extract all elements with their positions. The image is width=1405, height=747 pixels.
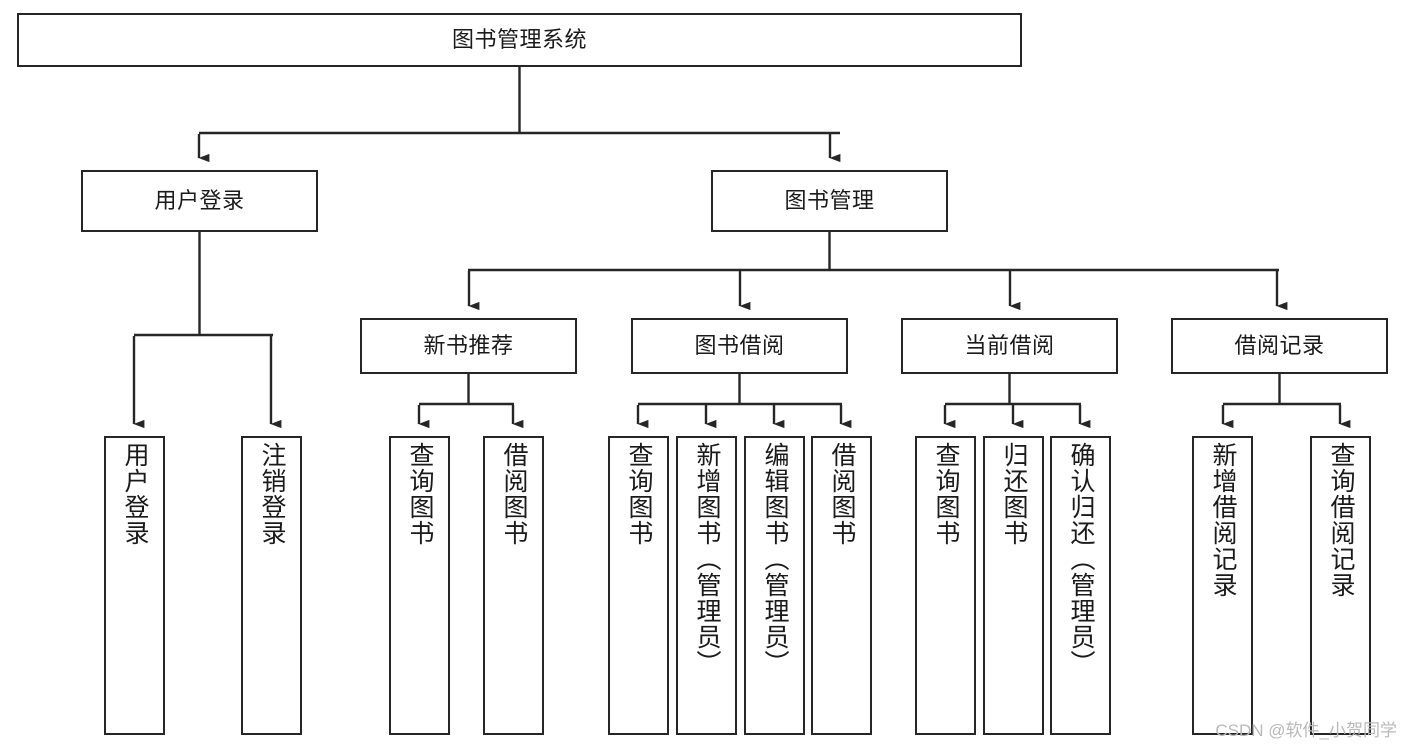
leaf-current-borrow-confirm-return[interactable]: 确认归还（管理员） [1050,436,1111,735]
node-label: 图书管理系统 [451,27,587,53]
node-label: 图书借阅 [694,333,785,359]
leaf-user-login-logout[interactable]: 注销登录 [241,436,302,735]
edges-currentborrow-to-leaves [943,374,1091,429]
leaf-book-borrow-borrow[interactable]: 借阅图书 [811,436,872,735]
leaf-book-borrow-edit[interactable]: 编辑图书（管理员） [744,436,805,735]
node-label: 注销登录 [258,442,286,546]
node-book-management[interactable]: 图书管理 [711,170,948,232]
node-label: 查询借阅记录 [1327,442,1355,598]
leaf-current-borrow-return[interactable]: 归还图书 [983,436,1044,735]
leaf-book-borrow-query[interactable]: 查询图书 [608,436,669,735]
node-label: 图书管理 [784,188,875,214]
leaf-new-book-borrow[interactable]: 借阅图书 [483,436,544,735]
node-borrow-record[interactable]: 借阅记录 [1171,318,1388,374]
edges-bookborrow-to-leaves [636,374,852,429]
node-label: 新增图书（管理员） [693,442,721,676]
edges-newbook-to-leaves [417,374,524,429]
leaf-current-borrow-query[interactable]: 查询图书 [915,436,976,735]
node-label: 查询图书 [932,442,960,546]
edges-bookmgmt-to-level3 [467,232,1288,311]
node-label: 查询图书 [406,442,434,546]
node-label: 用户登录 [121,442,149,546]
leaf-borrow-record-query[interactable]: 查询借阅记录 [1310,436,1371,735]
node-label: 新书推荐 [423,333,514,359]
node-label: 编辑图书（管理员） [761,442,789,676]
node-label: 新增借阅记录 [1209,442,1237,598]
edges-borrowrecord-to-leaves [1221,374,1351,429]
node-book-borrow[interactable]: 图书借阅 [631,318,848,374]
node-label: 当前借阅 [964,333,1055,359]
node-label: 确认归还（管理员） [1067,442,1095,676]
leaf-new-book-query[interactable]: 查询图书 [389,436,450,735]
node-label: 借阅记录 [1234,333,1325,359]
leaf-user-login-login[interactable]: 用户登录 [104,436,165,735]
node-user-login[interactable]: 用户登录 [81,170,318,232]
node-label: 借阅图书 [828,442,856,546]
edges-userlogin-to-leaves [132,232,282,429]
leaf-book-borrow-add[interactable]: 新增图书（管理员） [676,436,737,735]
node-label: 查询图书 [625,442,653,546]
edges-root-to-level2 [197,67,841,163]
leaf-borrow-record-add[interactable]: 新增借阅记录 [1192,436,1253,735]
node-label: 归还图书 [1000,442,1028,546]
node-root-system[interactable]: 图书管理系统 [17,13,1022,67]
node-current-borrow[interactable]: 当前借阅 [901,318,1118,374]
node-new-book-recommend[interactable]: 新书推荐 [360,318,577,374]
node-label: 用户登录 [154,188,245,214]
watermark-text: CSDN @软件_小贺同学 [1215,721,1397,740]
node-label: 借阅图书 [500,442,528,546]
